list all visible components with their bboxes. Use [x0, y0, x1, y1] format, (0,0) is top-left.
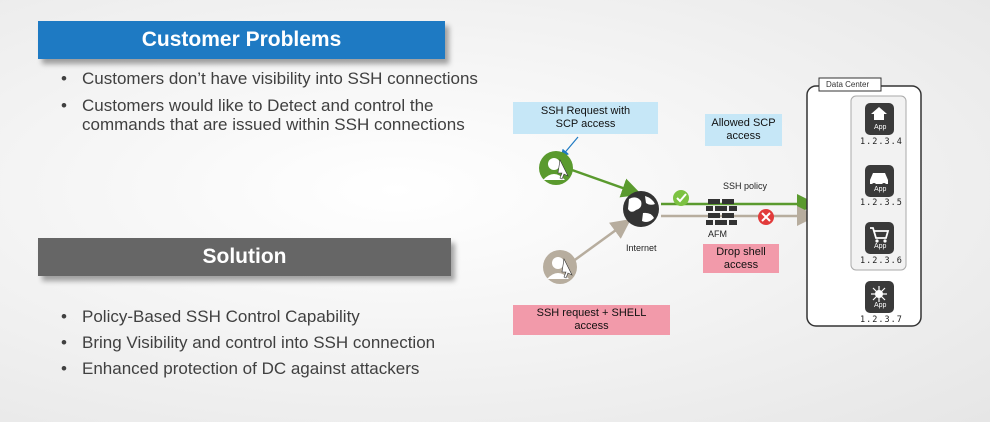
request-pointer [560, 136, 579, 158]
solution-title: Solution [202, 245, 287, 268]
check-icon [673, 190, 689, 206]
solution-item: Enhanced protection of DC against attack… [55, 359, 515, 379]
data-center-title: Data Center [826, 80, 870, 89]
problem-item: Customers don’t have visibility into SSH… [55, 69, 545, 89]
scp-user-arrow [571, 168, 642, 198]
solution-item: Policy-Based SSH Control Capability [55, 307, 515, 327]
customer-problems-title: Customer Problems [141, 28, 342, 51]
app-ip: 1.2.3.6 [860, 256, 903, 266]
drop-shell-label: Drop shell access [703, 244, 779, 273]
app-tile-car [865, 165, 894, 197]
app-ip: 1.2.3.4 [860, 137, 903, 147]
problem-item: Customers would like to Detect and contr… [55, 96, 477, 135]
app-ip: 1.2.3.5 [860, 198, 903, 208]
ssh-policy-label: SSH policy [723, 181, 768, 191]
solution-banner: Solution [38, 238, 451, 276]
data-center-tab [818, 77, 882, 92]
firewall-icon [706, 199, 737, 225]
app-ip: 1.2.3.7 [860, 315, 903, 325]
shell-user-arrow [571, 219, 632, 264]
app-label: App [874, 124, 887, 131]
app-label: App [874, 243, 887, 250]
shell-request-label: SSH request + SHELL access [513, 305, 670, 335]
customer-problems-banner: Customer Problems [38, 21, 445, 59]
internet-label: Internet [626, 243, 657, 253]
app-tile-sun [865, 281, 894, 313]
allowed-label: Allowed SCP access [705, 114, 782, 146]
scp-request-label: SSH Request with SCP access [513, 102, 658, 134]
problems-list: Customers don’t have visibility into SSH… [55, 69, 545, 142]
app-label: App [874, 302, 887, 309]
app-tile-home [865, 103, 894, 135]
solution-item: Bring Visibility and control into SSH co… [55, 333, 515, 353]
scp-user-icon [539, 151, 573, 185]
shell-user-icon [543, 250, 577, 284]
close-icon [758, 209, 774, 225]
app-label: App [874, 186, 887, 193]
afm-label: AFM [708, 229, 727, 239]
app-tile-cart [865, 222, 894, 254]
internet-globe-icon [623, 191, 659, 227]
solution-list: Policy-Based SSH Control Capability Brin… [55, 307, 515, 385]
